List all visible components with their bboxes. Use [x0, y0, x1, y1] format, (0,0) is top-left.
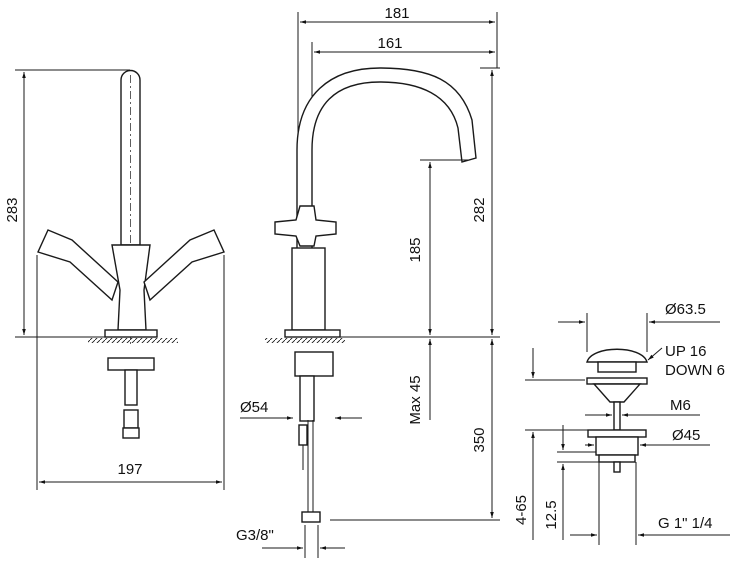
deck-range-label: 4-65: [513, 495, 530, 525]
flange-diameter-label: Ø45: [672, 427, 700, 444]
base-diameter-label: Ø54: [240, 399, 268, 416]
hose-connection-label: G3/8": [236, 527, 274, 544]
front-view: 283 197: [4, 69, 225, 490]
front-width-label: 197: [117, 461, 142, 478]
side-view: 181 161 185 282 Max 45 350 Ø54 G3/8": [236, 5, 500, 558]
left-handle: [37, 229, 119, 302]
total-height-label: 282: [471, 197, 488, 222]
waste-cap: [586, 348, 648, 363]
rod-thread-label: M6: [670, 397, 691, 414]
front-height-label: 283: [4, 197, 21, 222]
hose-nut: [301, 511, 321, 523]
right-handle: [143, 229, 225, 302]
waste-flange: [587, 429, 647, 438]
cap-diameter-label: Ø63.5: [665, 301, 706, 318]
outlet-height-label: 185: [407, 237, 424, 262]
max-deck-label: Max 45: [407, 375, 424, 424]
base-plate: [104, 329, 158, 338]
outer-reach-label: 181: [384, 5, 409, 22]
gooseneck-spout: [296, 67, 477, 331]
stroke-down-label: DOWN 6: [665, 362, 725, 379]
flange-height-label: 12.5: [543, 500, 560, 529]
deck-hatching: [88, 338, 178, 343]
inner-reach-label: 161: [377, 35, 402, 52]
waste-view: Ø63.5 UP 16 DOWN 6 M6 Ø45 4-65 12.5 G 1"…: [513, 301, 730, 545]
side-body: [291, 247, 326, 331]
cross-handle: [274, 205, 337, 247]
hose-length-label: 350: [471, 427, 488, 452]
stroke-up-label: UP 16: [665, 343, 706, 360]
faucet-body: [111, 244, 151, 331]
outlet-thread-label: G 1" 1/4: [658, 515, 713, 532]
